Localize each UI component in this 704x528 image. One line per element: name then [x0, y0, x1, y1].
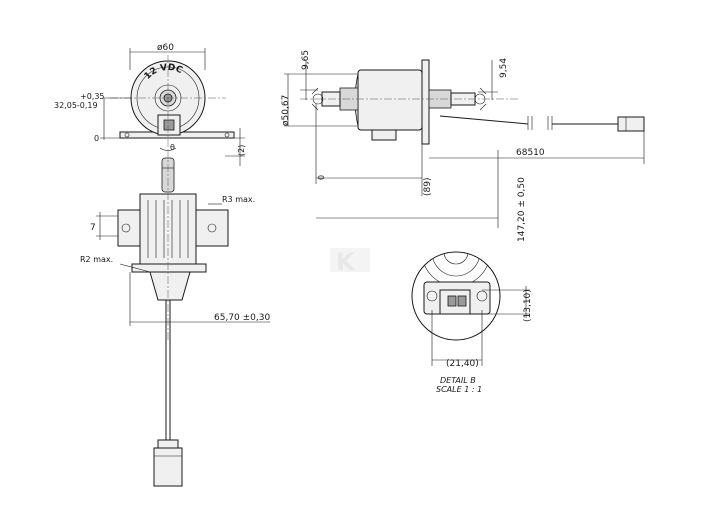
r3-label: R3 max.	[222, 195, 255, 204]
front-view: ø60 12 VDC +0,35 32,05-0,19 0 θ	[54, 43, 246, 166]
side-dim-147: 147,20 ± 0,50	[517, 177, 527, 242]
side-dim-dia: ø50,67	[281, 95, 291, 126]
side-connector	[371, 129, 397, 141]
bottom-view: R3 max. R2 max. 7 65,70 ±0,30	[80, 150, 270, 487]
bottom-base-plate	[131, 263, 207, 273]
front-angle-label: θ	[170, 143, 175, 152]
motor-side-body	[357, 69, 423, 131]
bottom-tube-connector	[153, 447, 183, 487]
r2-label: R2 max.	[80, 255, 113, 264]
side-dim-length: 68510	[516, 148, 545, 158]
detail-dim-2140: (21,40)	[446, 359, 479, 369]
front-side-label: (2)	[237, 145, 246, 156]
detail-dim-1310: (13,10)	[523, 289, 533, 322]
side-dim-right: 9,54	[499, 58, 509, 78]
wire-end-connector	[617, 116, 645, 132]
watermark-letter: K	[336, 248, 356, 276]
detail-scale: SCALE 1 : 1	[436, 385, 482, 394]
side-zero-label: 0	[317, 175, 326, 180]
bottom-pump-section	[149, 271, 191, 301]
front-zero-label: 0	[94, 134, 99, 143]
detail-title: DETAIL B	[440, 376, 476, 385]
detail-b: (21,40) (13,10) DETAIL B SCALE 1 : 1	[411, 251, 533, 394]
front-dia-label: ø60	[157, 43, 174, 53]
bottom-dim-65: 65,70 ±0,30	[214, 313, 270, 323]
seven-label: 7	[90, 223, 96, 233]
watermark: K	[330, 248, 370, 276]
front-offset-label: 32,05-0,19	[54, 101, 98, 110]
side-view: 9,65 ø50,67 9,54 68510 0 (89) 147,20 ± 0…	[281, 50, 645, 242]
side-dim-89: (89)	[423, 178, 433, 196]
side-flange	[421, 59, 430, 145]
side-dim-top: 9,65	[301, 50, 311, 70]
front-tol-label: +0,35	[80, 92, 105, 101]
